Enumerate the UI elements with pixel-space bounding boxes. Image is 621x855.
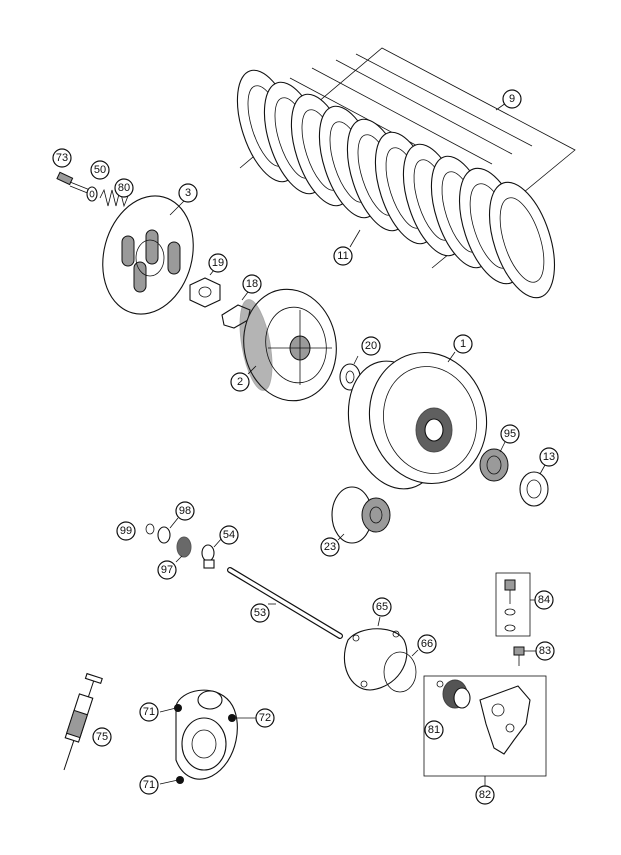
- bushing-13: [519, 464, 549, 507]
- callout-66[interactable]: 66: [417, 634, 437, 654]
- callout-81[interactable]: 81: [424, 720, 444, 740]
- callout-99[interactable]: 99: [116, 521, 136, 541]
- gasket-65: [343, 616, 408, 691]
- callout-80[interactable]: 80: [114, 178, 134, 198]
- callout-71-bottom-label: 71: [143, 779, 155, 791]
- callout-50-label: 50: [94, 164, 106, 176]
- callout-2[interactable]: 2: [230, 372, 250, 392]
- callout-66-label: 66: [421, 638, 433, 650]
- callout-95[interactable]: 95: [500, 424, 520, 444]
- callout-98-label: 98: [179, 505, 191, 517]
- callout-53-label: 53: [254, 607, 266, 619]
- callout-95-label: 95: [504, 428, 516, 440]
- callout-73[interactable]: 73: [52, 148, 72, 168]
- clutch-plates: [236, 69, 555, 299]
- callout-80-label: 80: [118, 182, 130, 194]
- callout-71-top[interactable]: 71: [139, 702, 159, 722]
- callout-3[interactable]: 3: [178, 183, 198, 203]
- circlip-99: [145, 523, 155, 535]
- screw-83: [513, 646, 536, 666]
- callout-73-label: 73: [56, 152, 68, 164]
- callout-18[interactable]: 18: [242, 274, 262, 294]
- callout-71-top-label: 71: [143, 706, 155, 718]
- callout-20[interactable]: 20: [361, 336, 381, 356]
- callout-65[interactable]: 65: [372, 597, 392, 617]
- bolt-73: [56, 171, 91, 195]
- callout-1[interactable]: 1: [453, 334, 473, 354]
- callout-11-label: 11: [337, 250, 348, 262]
- callout-23-label: 23: [324, 541, 336, 553]
- callout-83-label: 83: [539, 645, 551, 657]
- callout-75-label: 75: [96, 731, 108, 743]
- bleed-kit-84: [495, 572, 536, 637]
- callout-3-label: 3: [185, 187, 191, 199]
- syringe-75: [63, 672, 103, 771]
- callout-97-label: 97: [161, 564, 173, 576]
- callout-82[interactable]: 82: [475, 785, 495, 805]
- pressure-piece-54: [201, 537, 223, 569]
- washer-98: [157, 517, 179, 544]
- piston-81: [436, 679, 471, 709]
- callout-23[interactable]: 23: [320, 537, 340, 557]
- callout-1-label: 1: [460, 338, 466, 350]
- slave-cylinder-kit-82: [423, 675, 547, 786]
- callout-20-label: 20: [365, 340, 377, 352]
- callout-53[interactable]: 53: [250, 603, 270, 623]
- clutch-basket-1: [347, 351, 488, 490]
- callout-98[interactable]: 98: [175, 501, 195, 521]
- o-ring-66: [383, 649, 419, 693]
- callout-82-label: 82: [479, 789, 491, 801]
- callout-19[interactable]: 19: [208, 253, 228, 273]
- callout-54-label: 54: [223, 529, 235, 541]
- callout-72[interactable]: 72: [255, 708, 275, 728]
- callout-72-label: 72: [259, 712, 271, 724]
- callout-97[interactable]: 97: [157, 560, 177, 580]
- primary-gear-23: [331, 486, 391, 544]
- nut-19: [189, 269, 221, 308]
- callout-2-label: 2: [237, 376, 243, 388]
- pressure-plate-3: [102, 195, 194, 315]
- clutch-cover: [159, 689, 256, 785]
- washer-50: [86, 186, 98, 202]
- needle-bearing-95: [479, 441, 509, 482]
- callout-84[interactable]: 84: [534, 590, 554, 610]
- callout-9[interactable]: 9: [502, 89, 522, 109]
- callout-13-label: 13: [543, 451, 555, 463]
- callout-19-label: 19: [212, 257, 224, 269]
- callout-83[interactable]: 83: [535, 641, 555, 661]
- callout-81-label: 81: [428, 724, 440, 736]
- callout-75[interactable]: 75: [92, 727, 112, 747]
- spring-80: [99, 188, 129, 208]
- callout-65-label: 65: [376, 601, 388, 613]
- callout-84-label: 84: [538, 594, 550, 606]
- callout-18-label: 18: [246, 278, 258, 290]
- pressure-plate-assembly: [56, 171, 194, 315]
- callout-54[interactable]: 54: [219, 525, 239, 545]
- callout-71-bottom[interactable]: 71: [139, 775, 159, 795]
- callout-99-label: 99: [120, 525, 132, 537]
- callout-11[interactable]: 11: [333, 246, 353, 266]
- callout-9-label: 9: [509, 93, 515, 105]
- thrust-bearing-97: [175, 536, 192, 563]
- slave-cylinder-body: [479, 685, 531, 755]
- clutch-plate-stack: [236, 47, 576, 299]
- callout-13[interactable]: 13: [539, 447, 559, 467]
- callout-50[interactable]: 50: [90, 160, 110, 180]
- inner-hub-2: [239, 288, 337, 402]
- push-rod-53: [227, 567, 343, 639]
